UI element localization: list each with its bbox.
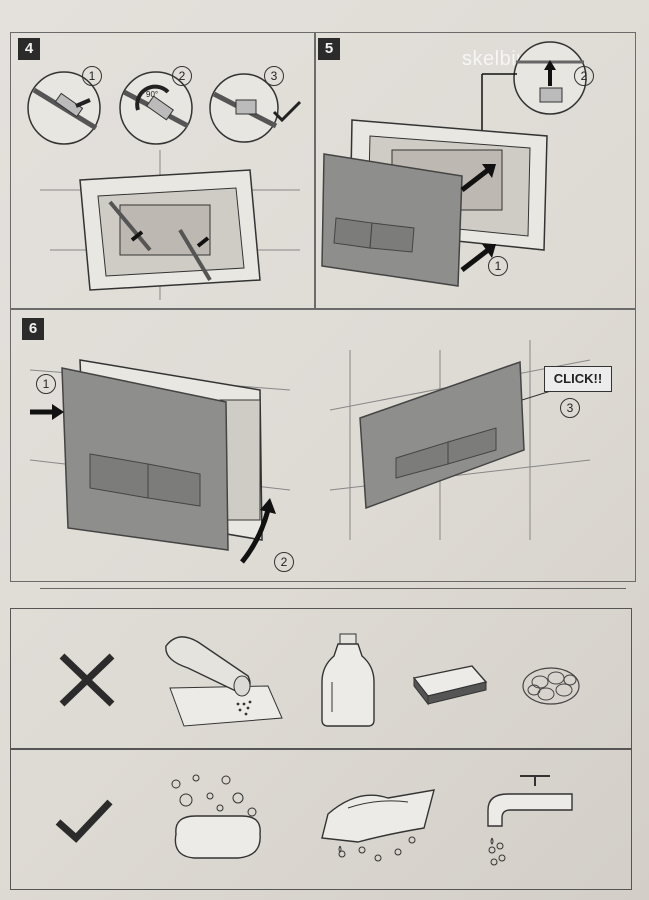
steel-wool-icon [522, 667, 580, 705]
step-4-zoom-1-illustration [27, 71, 101, 145]
step-4-sub-2: 2 [172, 66, 192, 86]
step-6-sub-3: 3 [560, 398, 580, 418]
step-4-badge: 4 [18, 38, 40, 60]
soapy-water-icon [171, 774, 261, 859]
step-6-badge: 6 [22, 318, 44, 340]
step-4-rotation-label: 90° [146, 90, 159, 99]
step-4-zoom-2-illustration [119, 71, 193, 145]
step-5-illustration [321, 73, 548, 287]
chemical-bottle-icon [321, 633, 375, 727]
step-6-sub-1: 1 [36, 374, 56, 394]
care-do-panel [10, 748, 632, 890]
scouring-sponge-icon [412, 665, 488, 706]
click-callout: CLICK!! [544, 366, 612, 392]
abrasive-powder-icon [165, 636, 283, 727]
step-6-left-illustration [29, 359, 291, 564]
section-divider [40, 588, 626, 589]
step-4-panel [10, 32, 316, 310]
step-4-sub-3: 3 [264, 66, 284, 86]
check-mark-icon [55, 799, 113, 843]
step-6-panel [10, 308, 636, 582]
water-tap-icon [487, 775, 573, 866]
step-5-sub-1: 1 [488, 256, 508, 276]
step-5-sub-2: 2 [574, 66, 594, 86]
damp-cloth-icon [321, 789, 435, 862]
step-5-badge: 5 [318, 38, 340, 60]
step-4-zoom-3-illustration [209, 73, 279, 143]
step-6-right-illustration [329, 340, 591, 540]
check-mark-icon [272, 100, 302, 123]
step-4-frame-illustration [40, 150, 300, 300]
step-6-sub-2: 2 [274, 552, 294, 572]
care-dont-panel [10, 608, 632, 750]
cross-mark-icon [59, 653, 115, 707]
step-5-panel [314, 32, 636, 310]
step-5-zoom-illustration [513, 41, 587, 115]
step-4-sub-1: 1 [82, 66, 102, 86]
